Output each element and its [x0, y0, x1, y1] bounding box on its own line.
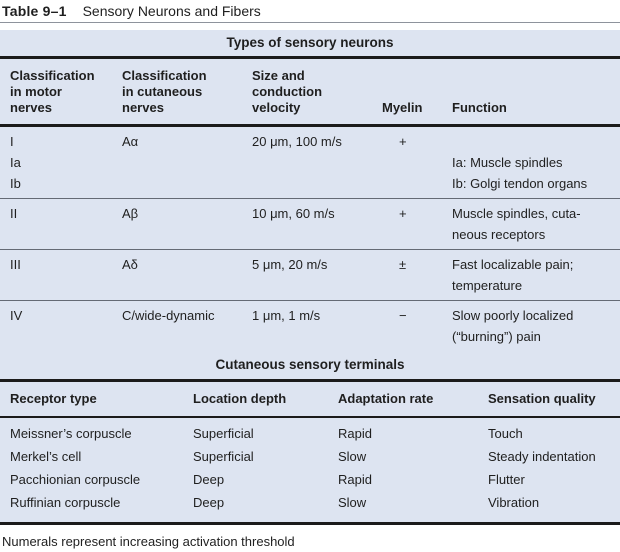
cell-adaptation-rate: Rapid: [338, 426, 372, 441]
header-cell-size-velocity: Size and conduction velocity: [252, 68, 323, 115]
cell-function: Muscle spindles, cuta- neous receptors: [452, 206, 581, 242]
cell-myelin: ±: [399, 257, 407, 272]
cell-sensation-quality: Touch: [488, 426, 523, 441]
cell-size-velocity: 1 μm, 1 m/s: [252, 308, 321, 323]
neurons-header-row: Classification in motor nerves Classific…: [0, 59, 620, 127]
header-cell-location-depth: Location depth: [193, 391, 287, 406]
cell-size-velocity: 5 μm, 20 m/s: [252, 257, 328, 272]
table-row-type-2: II Aβ 10 μm, 60 m/s + Muscle spindles, c…: [0, 198, 620, 249]
cell-motor-class: III: [10, 257, 21, 272]
section-banner-terminals: Cutaneous sensory terminals: [0, 351, 620, 382]
table-row-type-3: III Aδ 5 μm, 20 m/s ± Fast localizable p…: [0, 249, 620, 300]
section-banner-neurons: Types of sensory neurons: [0, 30, 620, 59]
terminals-table-body: Meissner’s corpuscle Superficial Rapid T…: [0, 418, 620, 525]
cell-cutaneous-class: C/wide-dynamic: [122, 308, 215, 323]
cell-function: Fast localizable pain; temperature: [452, 257, 574, 293]
table-row-type-1: I Ia Ib Aα 20 μm, 100 m/s + Ia: Muscle s…: [0, 127, 620, 198]
header-cell-sensation-quality: Sensation quality: [488, 391, 596, 406]
header-cell-cutaneous-nerves: Classification in cutaneous nerves: [122, 68, 207, 115]
cell-motor-class: I Ia Ib: [10, 134, 21, 191]
table-title: Table 9–1 Sensory Neurons and Fibers: [0, 0, 620, 22]
cell-receptor-type: Meissner’s corpuscle: [10, 426, 132, 441]
cell-size-velocity: 10 μm, 60 m/s: [252, 206, 335, 221]
table-row-merkel: Merkel’s cell Superficial Slow Steady in…: [10, 445, 612, 468]
table-row-type-4: IV C/wide-dynamic 1 μm, 1 m/s − Slow poo…: [0, 300, 620, 351]
header-cell-receptor-type: Receptor type: [10, 391, 97, 406]
cell-sensation-quality: Flutter: [488, 472, 525, 487]
cell-myelin: +: [399, 134, 407, 149]
cell-sensation-quality: Steady indentation: [488, 449, 596, 464]
table-footnote: Numerals represent increasing activation…: [2, 534, 295, 549]
cell-location-depth: Deep: [193, 495, 225, 510]
cell-adaptation-rate: Slow: [338, 495, 367, 510]
header-cell-function: Function: [452, 100, 507, 115]
cell-motor-class: IV: [10, 308, 23, 323]
cell-cutaneous-class: Aβ: [122, 206, 139, 221]
table-caption: Sensory Neurons and Fibers: [82, 3, 261, 19]
table-row-ruffinian: Ruffinian corpuscle Deep Slow Vibration: [10, 491, 612, 514]
terminals-header-row: Receptor type Location depth Adaptation …: [0, 382, 620, 418]
cell-location-depth: Superficial: [193, 449, 254, 464]
cell-location-depth: Deep: [193, 472, 225, 487]
cell-receptor-type: Pacchionian corpuscle: [10, 472, 141, 487]
cell-function: Slow poorly localized (“burning”) pain: [452, 308, 574, 344]
cell-cutaneous-class: Aδ: [122, 257, 138, 272]
header-cell-motor-nerves: Classification in motor nerves: [10, 68, 95, 115]
cell-myelin: −: [399, 308, 407, 323]
cell-size-velocity: 20 μm, 100 m/s: [252, 134, 342, 149]
cell-adaptation-rate: Rapid: [338, 472, 372, 487]
table-number: Table 9–1: [2, 3, 67, 19]
cell-cutaneous-class: Aα: [122, 134, 139, 149]
header-cell-myelin: Myelin: [382, 100, 423, 115]
cell-adaptation-rate: Slow: [338, 449, 367, 464]
cell-myelin: +: [399, 206, 407, 221]
table-row-pacchionian: Pacchionian corpuscle Deep Rapid Flutter: [10, 468, 612, 491]
cell-receptor-type: Merkel’s cell: [10, 449, 82, 464]
cell-sensation-quality: Vibration: [488, 495, 540, 510]
header-cell-adaptation-rate: Adaptation rate: [338, 391, 434, 406]
cell-motor-class: II: [10, 206, 18, 221]
cell-receptor-type: Ruffinian corpuscle: [10, 495, 121, 510]
table-row-meissner: Meissner’s corpuscle Superficial Rapid T…: [10, 422, 612, 445]
cell-location-depth: Superficial: [193, 426, 254, 441]
cell-function: Ia: Muscle spindles Ib: Golgi tendon org…: [452, 155, 588, 191]
title-rule: [0, 22, 620, 23]
